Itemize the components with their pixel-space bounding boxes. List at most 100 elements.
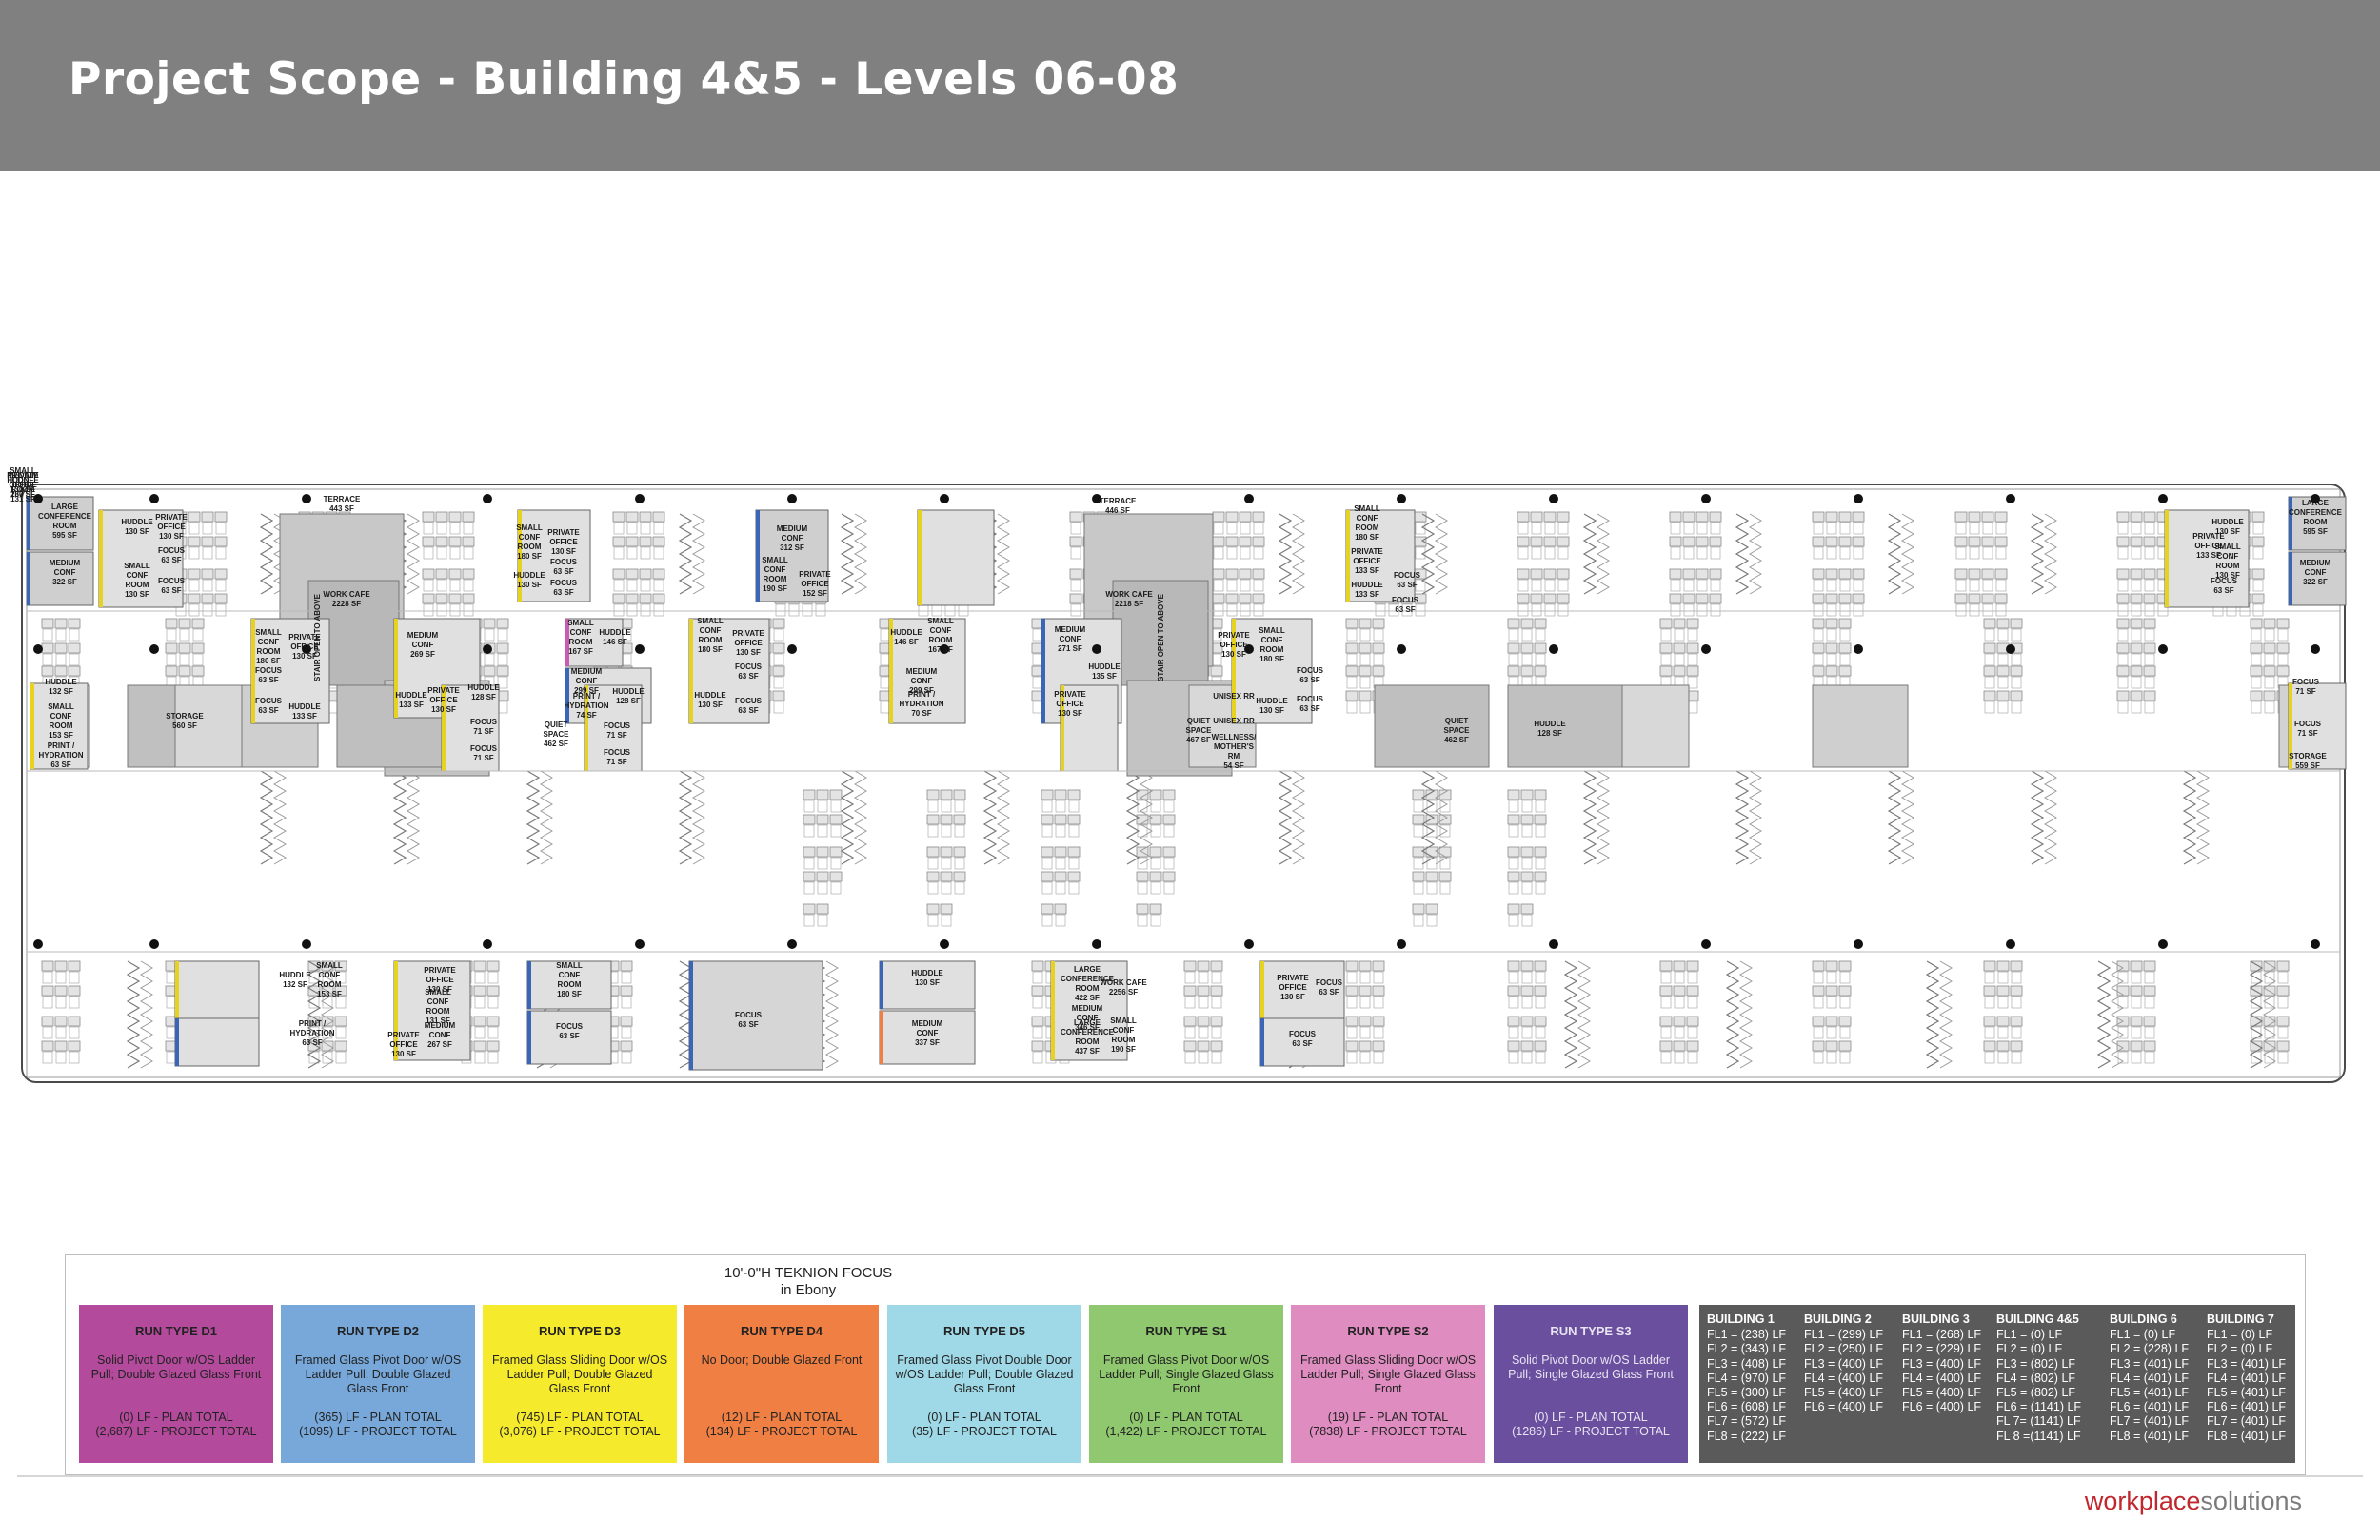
workstation	[1673, 1040, 1686, 1052]
run-edge	[689, 961, 693, 1070]
building-name: BUILDING 2	[1804, 1313, 1872, 1326]
workstation-chair	[1982, 603, 1993, 617]
workstation-chair	[2144, 676, 2155, 689]
workstation-chair	[1683, 603, 1695, 617]
workstation	[1412, 814, 1425, 825]
workstation	[772, 665, 785, 677]
workstation-chair	[2011, 676, 2022, 689]
workstation	[926, 814, 940, 825]
workstation	[1041, 789, 1054, 800]
run-edge	[565, 668, 569, 723]
workstation	[2143, 665, 2156, 677]
workstation	[1534, 960, 1547, 972]
floor-total: FL7 = (572) LF	[1707, 1414, 1787, 1429]
workstation	[2130, 665, 2143, 677]
room-label: QUIET SPACE 462 SF	[1443, 717, 1470, 744]
workstation-chair	[436, 603, 447, 617]
column	[1854, 494, 1863, 503]
room-label: FOCUS 63 SF	[550, 579, 577, 597]
workstation	[1507, 618, 1520, 629]
workstation	[1197, 960, 1210, 972]
room-label: FOCUS 63 SF	[1297, 695, 1323, 713]
project-total: (1095) LF - PROJECT TOTAL	[299, 1425, 457, 1438]
workstation	[1520, 985, 1534, 997]
workstation-chair	[626, 579, 638, 592]
workstation-chair	[1969, 603, 1980, 617]
workstation-chair	[166, 628, 177, 642]
room-label: FOCUS 63 SF	[158, 546, 185, 564]
room-label: MEDIUM CONF 267 SF	[7, 471, 39, 499]
workstation-chair	[1997, 676, 2009, 689]
room-label: HUDDLE 128 SF	[467, 683, 500, 701]
workstation-chair	[1813, 603, 1824, 617]
workstation	[1412, 846, 1425, 858]
workstation-chair	[1415, 522, 1426, 535]
workstation-chair	[830, 857, 842, 870]
room	[2288, 496, 2347, 551]
workstation-chair	[2131, 628, 2142, 642]
workstation-chair	[2144, 1026, 2155, 1039]
workstation	[1054, 814, 1067, 825]
workstation	[178, 642, 191, 654]
workstation-chair	[1531, 546, 1542, 560]
column	[483, 494, 492, 503]
workstation-chair	[1813, 996, 1824, 1009]
workstation	[1996, 1016, 2010, 1027]
workstation-chair	[1359, 701, 1371, 714]
desk-cluster	[840, 770, 855, 865]
workstation-chair	[2277, 1026, 2289, 1039]
room-label: MEDIUM CONF 337 SF	[911, 1019, 943, 1047]
workstation	[1543, 511, 1557, 523]
workstation	[620, 960, 633, 972]
workstation	[1530, 568, 1543, 580]
workstation	[1225, 568, 1239, 580]
room	[879, 1010, 976, 1065]
run-edge	[527, 961, 531, 1009]
workstation-chair	[773, 653, 784, 666]
building-name: BUILDING 1	[1707, 1313, 1775, 1326]
room-label: SMALL CONF ROOM 190 SF	[762, 556, 788, 593]
room-label: FOCUS 63 SF	[1394, 571, 1420, 589]
workstation	[1239, 536, 1252, 547]
workstation	[165, 642, 178, 654]
run-type-title: RUN TYPE D2	[337, 1324, 419, 1338]
stair-east	[1112, 580, 1209, 686]
run-type-totals: (0) LF - PLAN TOTAL(2,687) LF - PROJECT …	[79, 1411, 273, 1439]
workstation	[483, 618, 496, 629]
workstation-chair	[2144, 971, 2155, 984]
workstation	[1673, 985, 1686, 997]
room-label: PRIVATE OFFICE 130 SF	[7, 471, 39, 499]
workstation-chair	[1373, 971, 1384, 984]
workstation	[803, 789, 816, 800]
workstation-chair	[188, 522, 200, 535]
workstation-chair	[1508, 857, 1519, 870]
workstation-chair	[1955, 579, 1967, 592]
workstation	[1968, 536, 1981, 547]
workstation-chair	[653, 579, 664, 592]
workstation	[1954, 568, 1968, 580]
workstation-chair	[1535, 996, 1546, 1009]
workstation	[1239, 511, 1252, 523]
desk-cluster	[1735, 513, 1750, 595]
workstation	[2010, 960, 2023, 972]
workstation-chair	[1137, 914, 1148, 927]
workstation-chair	[2011, 1051, 2022, 1064]
room-label: FOCUS 63 SF	[550, 558, 577, 576]
workstation	[473, 985, 486, 997]
plan-total: (12) LF - PLAN TOTAL	[721, 1411, 843, 1424]
floor-total: FL1 = (0) LF	[2207, 1328, 2273, 1342]
column	[33, 939, 43, 949]
workstation	[1520, 814, 1534, 825]
desk-cluster	[854, 513, 867, 595]
workstation-chair	[1696, 603, 1708, 617]
workstation	[1054, 789, 1067, 800]
workstation	[625, 593, 639, 604]
workstation-chair	[1426, 881, 1438, 895]
workstation-chair	[2144, 1051, 2155, 1064]
workstation	[1852, 568, 1865, 580]
workstation	[188, 536, 201, 547]
workstation	[448, 511, 462, 523]
workstation	[1345, 1016, 1359, 1027]
workstation	[473, 960, 486, 972]
